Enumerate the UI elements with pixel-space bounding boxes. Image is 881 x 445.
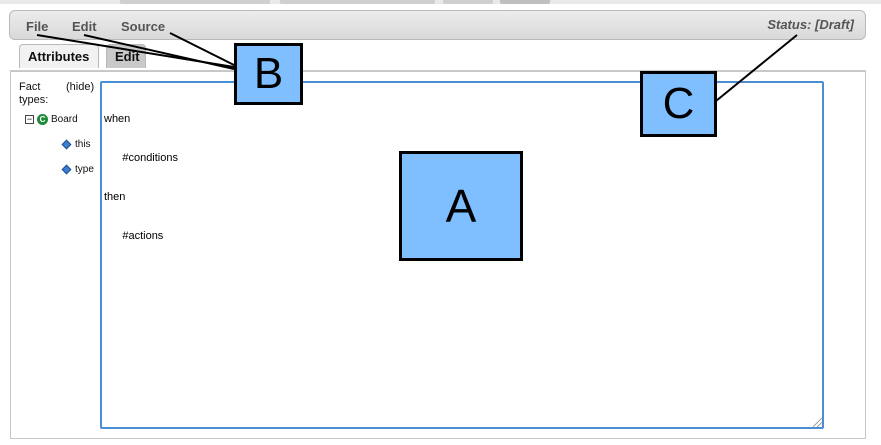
menu-file[interactable]: File xyxy=(26,19,49,34)
menu-source[interactable]: Source xyxy=(121,19,166,34)
fact-type-label: Board xyxy=(51,114,78,125)
field-icon xyxy=(61,164,72,175)
menu-edit[interactable]: Edit xyxy=(72,19,97,34)
resize-grip[interactable] xyxy=(813,418,822,427)
top-tab-fragment[interactable] xyxy=(280,0,435,4)
fact-type-board[interactable]: − C Board xyxy=(25,114,78,125)
field-label: type xyxy=(75,164,94,175)
class-icon: C xyxy=(37,114,48,125)
field-label: this xyxy=(75,139,91,150)
code-line: when xyxy=(104,113,131,125)
fact-types-label-line2: types: xyxy=(19,94,49,106)
collapse-icon[interactable]: − xyxy=(25,114,34,124)
fact-types-label-line1: Fact xyxy=(19,81,41,93)
top-tab-fragment[interactable] xyxy=(443,0,493,4)
top-tab-fragment[interactable] xyxy=(120,0,270,4)
field-item-type[interactable]: type xyxy=(61,164,94,175)
code-line: #conditions xyxy=(104,152,178,164)
fact-types-label: Fact types: xyxy=(19,81,48,107)
tab-attributes[interactable]: Attributes xyxy=(19,44,99,68)
code-line: then xyxy=(104,191,126,203)
callout-b: B xyxy=(234,43,303,105)
callout-c: C xyxy=(640,71,717,137)
tab-bar: Attributes Edit xyxy=(10,44,866,73)
code-line: #actions xyxy=(104,230,164,242)
code-text[interactable]: when #conditions then #actions xyxy=(104,87,178,256)
top-tab-fragment[interactable] xyxy=(500,0,550,4)
callout-a: A xyxy=(399,151,523,261)
tab-edit[interactable]: Edit xyxy=(106,44,146,68)
hide-link[interactable]: (hide) xyxy=(66,81,95,93)
top-strip xyxy=(0,0,881,4)
menu-toolbar: File Edit Source Status: [Draft] xyxy=(9,10,866,40)
field-item-this[interactable]: this xyxy=(61,139,91,150)
status-label: Status: [Draft] xyxy=(767,17,854,32)
field-icon xyxy=(61,139,72,150)
